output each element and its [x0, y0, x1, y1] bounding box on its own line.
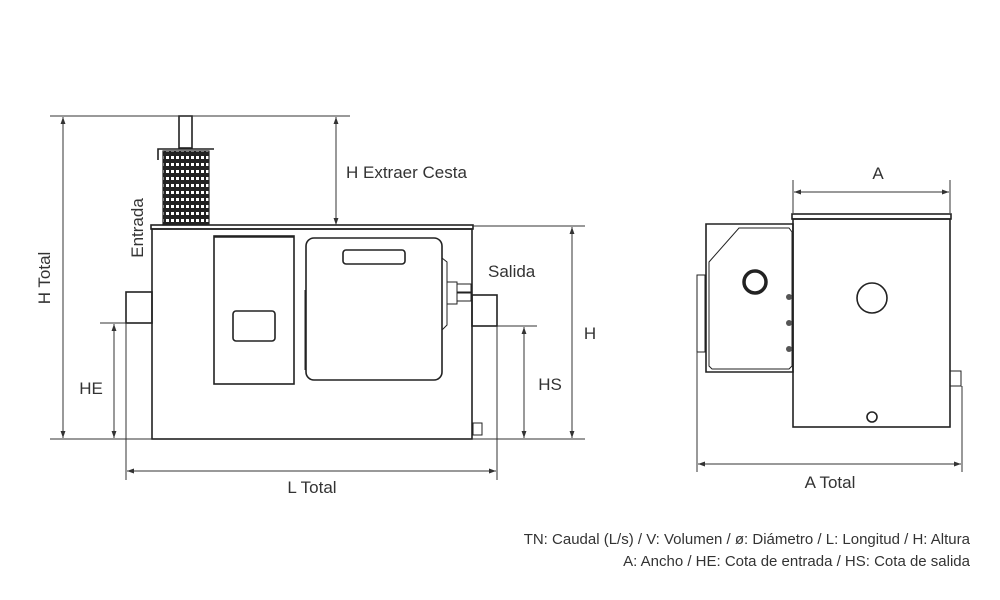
outlet-fitting [446, 281, 472, 305]
label-salida: Salida [488, 262, 536, 281]
side-tank-body [792, 218, 951, 428]
label-entrada: Entrada [128, 198, 147, 258]
side-fitting [949, 370, 962, 387]
outlet-pipe [471, 294, 498, 327]
side-outlet-port [856, 282, 888, 314]
label-l-total: L Total [287, 478, 336, 497]
label-h-extraer-cesta: H Extraer Cesta [346, 163, 467, 182]
control-panel [213, 235, 295, 385]
front-view: H Total Entrada HE H Extraer Cesta Salid… [35, 115, 596, 497]
label-h: H [584, 324, 596, 343]
side-motor [705, 223, 794, 373]
basket-mesh [162, 150, 210, 226]
basket-handle [178, 115, 193, 149]
legend-line-1: TN: Caudal (L/s) / V: Volumen / ø: Diáme… [523, 531, 970, 548]
inlet-pipe [125, 291, 153, 324]
label-h-total: H Total [35, 252, 54, 305]
panel-window [232, 310, 276, 342]
drain-plug [472, 422, 483, 436]
legend-line-2: A: Ancho / HE: Cota de entrada / HS: Cot… [623, 553, 970, 570]
motor-slot [342, 249, 406, 265]
side-drain-port [866, 411, 878, 423]
label-he: HE [79, 379, 103, 398]
tank-body [151, 228, 473, 440]
label-hs: HS [538, 375, 562, 394]
motor-housing [305, 237, 443, 381]
side-view: A A Total [696, 164, 963, 492]
motor-port-icon [742, 269, 768, 295]
label-a: A [872, 164, 884, 183]
label-a-total: A Total [805, 473, 856, 492]
basket-lip [157, 148, 214, 160]
